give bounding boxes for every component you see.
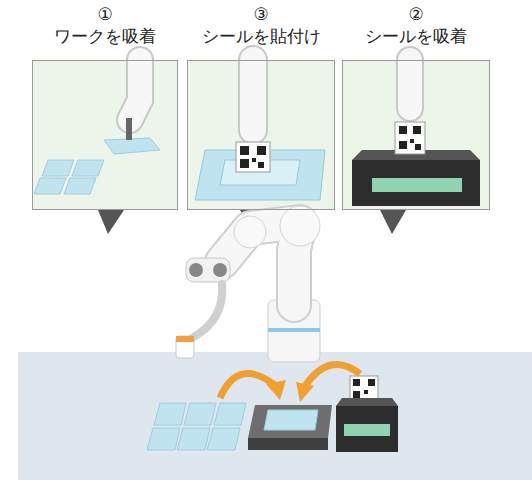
step-number: ③: [168, 3, 354, 25]
robot-arm: [238, 60, 268, 130]
work-tile: [42, 160, 74, 176]
label-sticker: [236, 142, 270, 172]
suction-tool: [126, 118, 132, 140]
robot-arm: [396, 60, 424, 108]
work-tile: [207, 428, 240, 450]
label-sticker: [395, 122, 425, 154]
printer-top: [336, 398, 398, 406]
robot-arm: [130, 60, 140, 120]
robot-ring: [268, 328, 320, 332]
suction-cup-band: [176, 336, 194, 342]
floor: [18, 352, 532, 480]
printer-display: [372, 178, 462, 192]
work-stack: [147, 403, 246, 450]
work-tile: [64, 178, 96, 194]
motion-arrow-line: [305, 364, 360, 386]
robot-joint: [280, 206, 320, 246]
label-printer: [336, 376, 398, 452]
work-tile: [147, 428, 180, 450]
printer-body: [352, 160, 480, 206]
motion-arrow: [220, 364, 360, 402]
work-tile: [154, 403, 186, 425]
panel-fill: [32, 60, 178, 210]
panel-3-scene: [352, 60, 480, 206]
robot-arm: [130, 60, 140, 120]
tray: [248, 405, 332, 450]
work-tile: [214, 403, 246, 425]
printer-display: [344, 424, 390, 436]
work-tile: [104, 138, 160, 154]
qr-code: [399, 126, 421, 150]
step-number: ②: [323, 3, 509, 25]
work: [264, 410, 318, 430]
step-title: ワークを吸着: [13, 25, 197, 47]
tray-front: [248, 438, 328, 450]
camera-lens: [189, 263, 203, 277]
bubble-tail: [98, 210, 124, 234]
robot-joint: [234, 216, 266, 248]
tray-top: [248, 405, 332, 438]
robot: [176, 206, 320, 362]
camera: [186, 258, 230, 282]
robot-arm: [398, 60, 422, 108]
robot-arm: [240, 60, 266, 130]
camera-lens: [213, 263, 227, 277]
step-panel: ①ワークを吸着: [32, 60, 178, 210]
work-tile: [72, 160, 104, 176]
step-title: シールを吸着: [323, 25, 509, 47]
work-tile: [184, 403, 216, 425]
qr-code: [353, 379, 375, 398]
panel-fill: [342, 60, 490, 210]
motion-arrow-head: [296, 382, 314, 402]
step-title: シールを貼付け: [168, 25, 354, 47]
panel-fill: [187, 60, 335, 210]
panel-heading: ③シールを貼付け: [168, 3, 354, 47]
step-number: ①: [13, 3, 197, 25]
panel-heading: ②シールを吸着: [323, 3, 509, 47]
panel-2-scene: [195, 60, 325, 200]
tool-arm: [192, 284, 222, 338]
motion-arrow-head: [266, 380, 286, 400]
panel-heading: ①ワークを吸着: [13, 3, 197, 47]
step-panel: ②シールを吸着: [342, 60, 490, 210]
panel-1-scene: [34, 60, 160, 194]
work-tile: [34, 178, 66, 194]
work-tile: [177, 428, 210, 450]
bubble-tail: [380, 210, 406, 234]
qr-code: [240, 146, 266, 168]
printer-body: [336, 406, 398, 452]
suction-cup: [176, 336, 194, 358]
step-panel: ③シールを貼付け: [187, 60, 335, 210]
